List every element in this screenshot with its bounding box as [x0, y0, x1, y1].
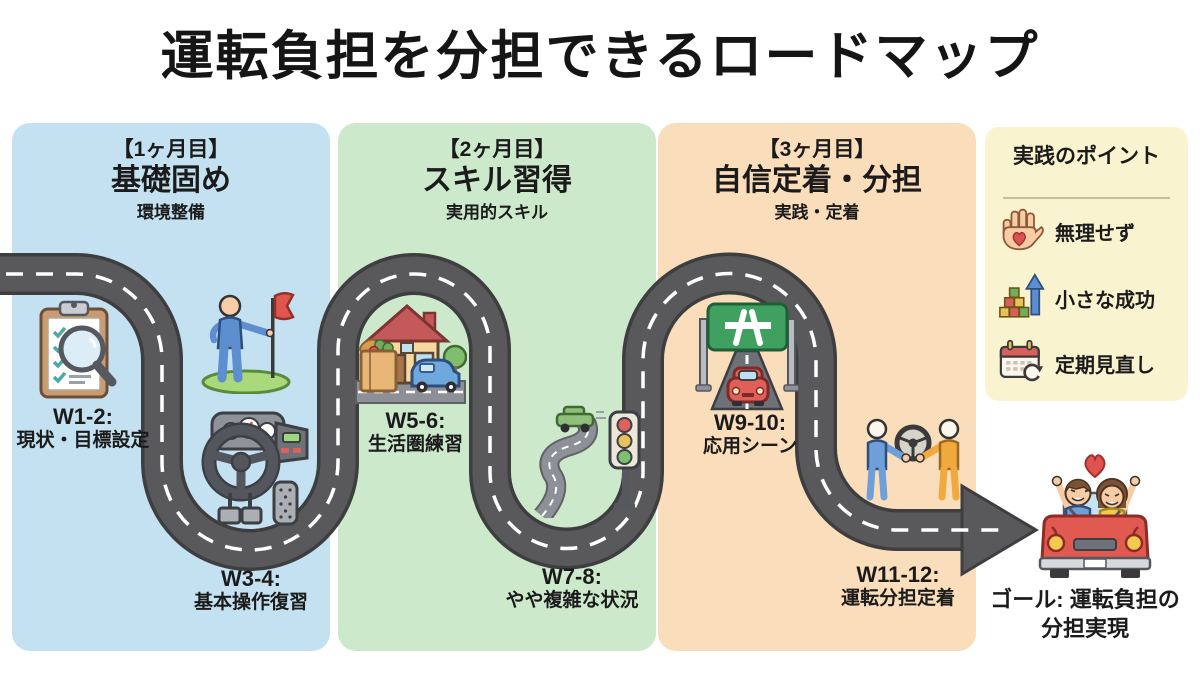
phase-name-label: 自信定着・分担: [712, 164, 922, 197]
phase-header: 【1ヶ月目】 基礎固め 環境整備: [12, 123, 330, 226]
tips-panel: 実践のポイント 無理せず: [985, 127, 1188, 401]
person-flag-icon: [196, 286, 296, 399]
goal-line1: ゴール: 運転負担の: [990, 587, 1180, 612]
milestone-week: W5-6:: [385, 408, 446, 433]
phase-name-label: スキル習得: [422, 164, 572, 197]
tip-label: 無理せず: [1055, 223, 1135, 245]
goal-line2: 分担実現: [1040, 615, 1129, 641]
milestone-week: W11-12:: [856, 562, 940, 587]
milestone-w9-10: W9-10: 応用シーン: [682, 410, 818, 458]
milestone-label: 基本操作復習: [193, 591, 308, 613]
milestone-label: 現状・目標設定: [16, 429, 150, 451]
milestone-w3-4: W3-4: 基本操作復習: [172, 566, 330, 614]
house-errand-car-icon: [354, 295, 468, 416]
milestone-week: W3-4:: [221, 566, 281, 591]
milestone-week: W9-10:: [713, 410, 787, 435]
phase-subtitle-label: 環境整備: [137, 203, 205, 222]
phase-month-label: 【1ヶ月目】: [112, 138, 230, 161]
steering-wheel-pedals-icon: [186, 405, 311, 535]
tip-item: 無理せず: [999, 205, 1135, 258]
milestone-label: 生活圏練習: [367, 433, 463, 455]
page-title: 運転負担を分担できるロードマップ: [160, 27, 1040, 86]
tip-label: 定期見直し: [1055, 355, 1155, 377]
milestone-w11-12: W11-12: 運転分担定着: [818, 562, 978, 610]
clipboard-check-magnifier-icon: [33, 299, 123, 407]
goal-text: ゴール: 運転負担の 分担実現: [978, 586, 1192, 643]
winding-road-traffic-light-icon: [524, 404, 642, 523]
calendar-refresh-icon: [999, 339, 1045, 388]
tip-item: 定期見直し: [999, 339, 1155, 388]
milestone-label: 運転分担定着: [840, 587, 955, 609]
phase-subtitle-label: 実践・定着: [774, 203, 860, 222]
tips-divider: [1003, 197, 1170, 199]
tip-item: 小さな成功: [999, 273, 1155, 324]
phase-month-label: 【3ヶ月目】: [758, 138, 876, 161]
growth-blocks-arrow-icon: [999, 273, 1045, 324]
milestone-w1-2: W1-2: 現状・目標設定: [8, 404, 158, 452]
milestone-w5-6: W5-6: 生活圏練習: [344, 408, 487, 456]
phase-subtitle-label: 実用的スキル: [446, 203, 548, 222]
phase-header: 【2ヶ月目】 スキル習得 実用的スキル: [338, 123, 656, 226]
tips-title: 実践のポイント: [1013, 145, 1160, 168]
phase-name-label: 基礎固め: [111, 164, 231, 197]
tip-label: 小さな成功: [1055, 290, 1155, 312]
milestone-week: W1-2:: [53, 404, 113, 429]
hand-heart-icon: [999, 205, 1045, 258]
highway-sign-car-icon: [694, 299, 801, 418]
milestone-w7-8: W7-8: やや複雑な状況: [487, 564, 657, 612]
steering-wheel-handover-icon: [857, 413, 969, 512]
couple-in-car-icon: [1026, 447, 1164, 588]
phase-month-label: 【2ヶ月目】: [438, 138, 556, 161]
milestone-label: 応用シーン: [702, 435, 798, 457]
milestone-week: W7-8:: [542, 564, 602, 589]
phase-header: 【3ヶ月目】 自信定着・分担 実践・定着: [658, 123, 976, 226]
milestone-label: やや複雑な状況: [505, 589, 639, 611]
